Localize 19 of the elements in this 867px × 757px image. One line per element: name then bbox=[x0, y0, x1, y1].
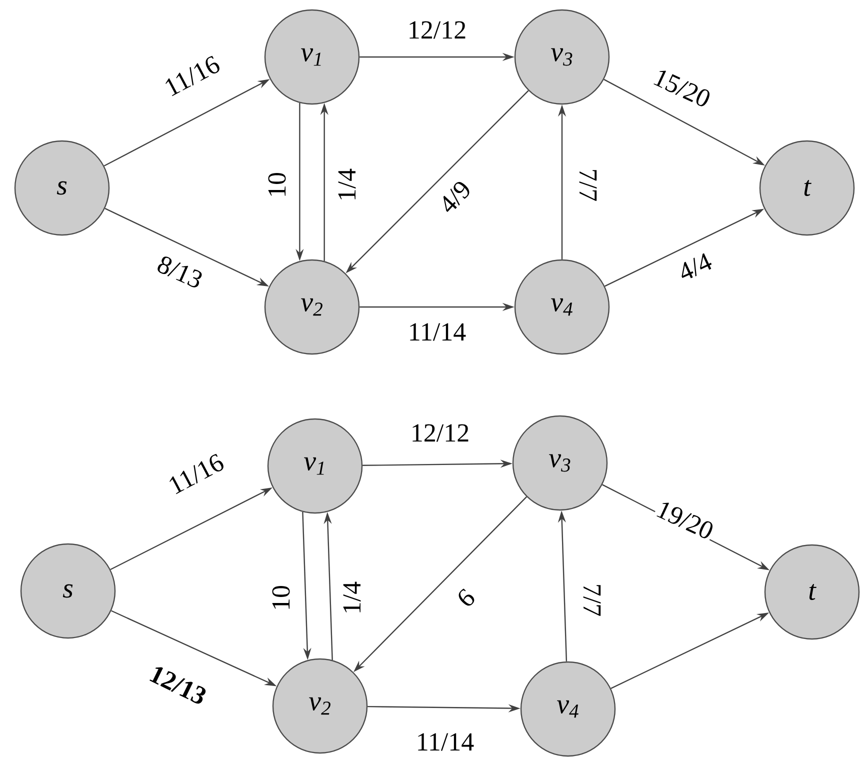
edge-label: 1/4 bbox=[337, 167, 357, 203]
edge-label: 12/12 bbox=[409, 423, 471, 443]
edge-label: 8/13 bbox=[154, 253, 206, 291]
edge-label: 11/14 bbox=[414, 732, 476, 752]
edge-label: 7/7 bbox=[582, 582, 602, 618]
edge-label: 19/20 bbox=[653, 498, 717, 542]
edge-label: 11/14 bbox=[406, 322, 468, 342]
edge-label: 10 bbox=[267, 170, 287, 199]
edge-label: 7/7 bbox=[578, 167, 598, 203]
edge-label: 9 bbox=[454, 586, 478, 610]
edge-label: 11/16 bbox=[164, 451, 228, 497]
edge-label: 12/12 bbox=[406, 20, 468, 40]
edge-label: 1/4 bbox=[342, 580, 362, 616]
edge-label: 15/20 bbox=[650, 66, 714, 110]
edge-label: 4/9 bbox=[436, 177, 474, 216]
edge-label: 11/16 bbox=[160, 53, 224, 99]
edge-label: 12/13 bbox=[146, 662, 210, 708]
edge-label: 10 bbox=[271, 584, 291, 612]
edge-label: 4/4 bbox=[674, 250, 716, 284]
